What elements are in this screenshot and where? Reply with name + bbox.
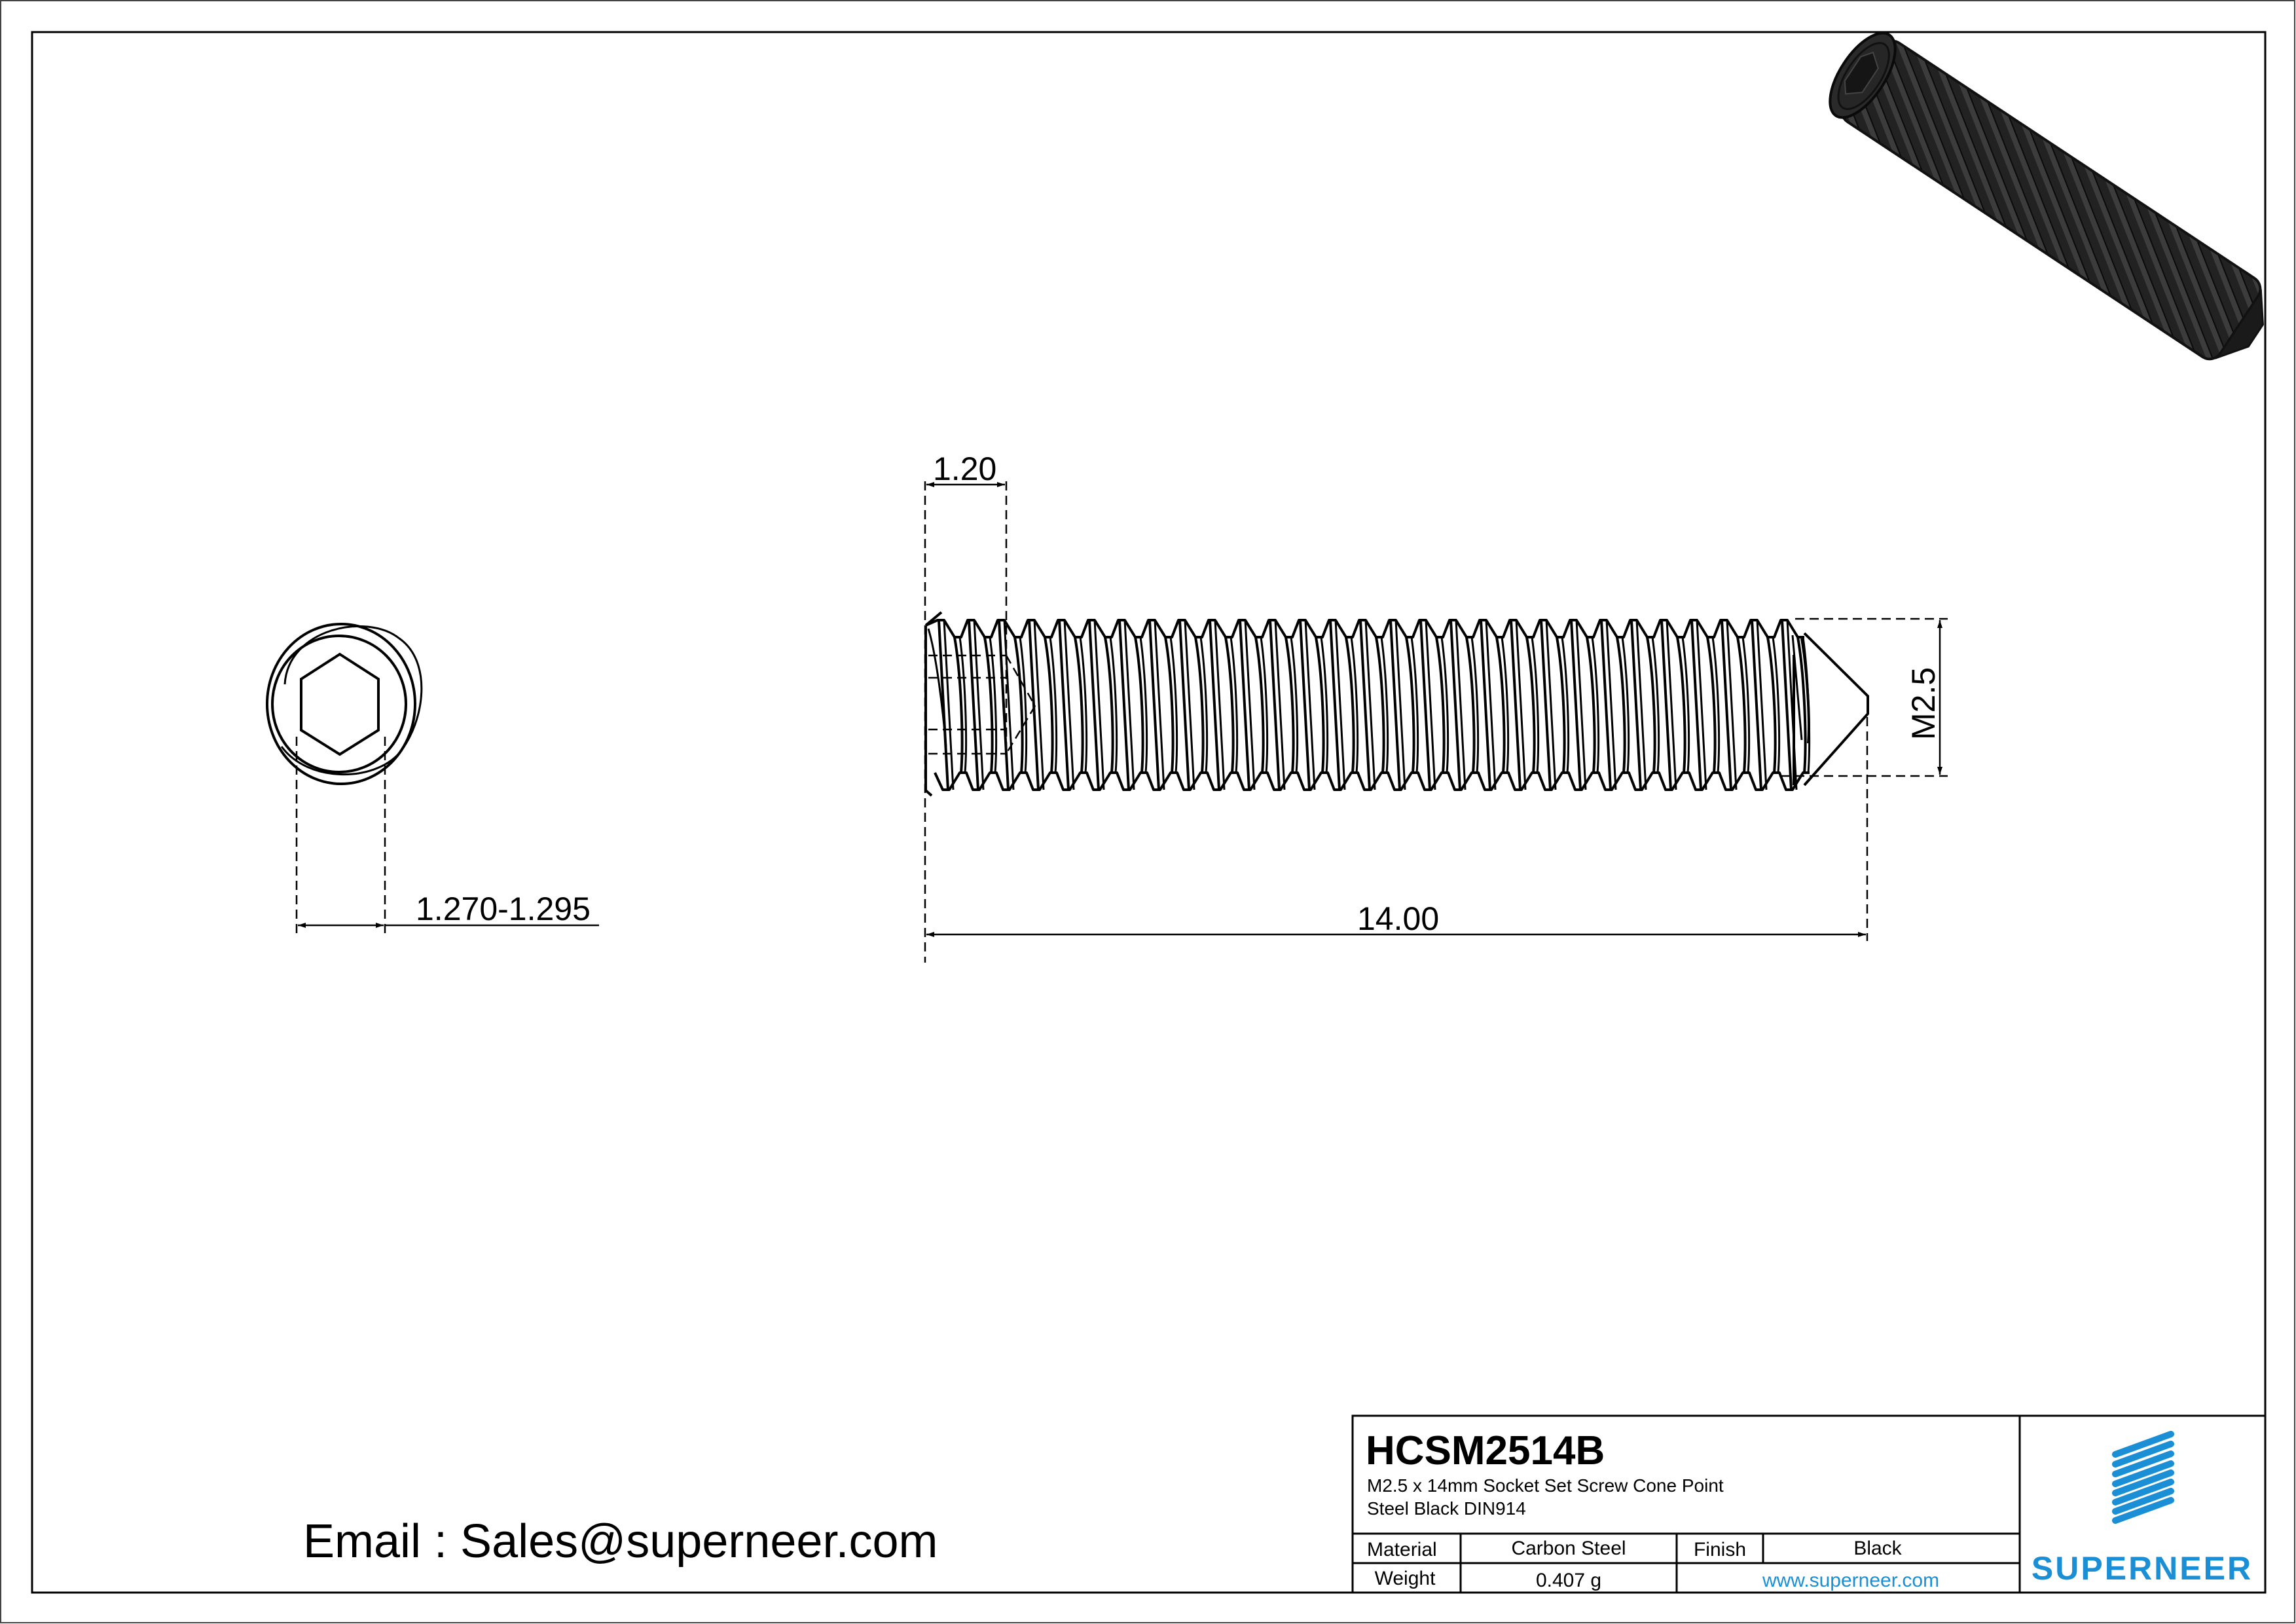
website-link[interactable]: www.superneer.com bbox=[1762, 1570, 1939, 1591]
isometric-render bbox=[1829, 31, 2264, 361]
part-description-line1: M2.5 x 14mm Socket Set Screw Cone Point bbox=[1367, 1475, 1724, 1496]
inner-frame bbox=[31, 31, 2267, 1594]
material-value: Carbon Steel bbox=[1511, 1538, 1626, 1559]
side-view bbox=[924, 481, 1948, 963]
part-description-line2: Steel Black DIN914 bbox=[1367, 1498, 1526, 1519]
material-label: Material bbox=[1367, 1539, 1437, 1560]
title-block bbox=[1351, 1414, 2267, 1594]
finish-label: Finish bbox=[1694, 1539, 1746, 1560]
part-number: HCSM2514B bbox=[1366, 1428, 1605, 1473]
dim-socket-depth: 1.20 bbox=[933, 451, 996, 487]
iso-hex-socket-icon bbox=[1844, 51, 1879, 95]
dim-socket-across-flats: 1.270-1.295 bbox=[416, 891, 591, 927]
weight-label: Weight bbox=[1375, 1568, 1436, 1589]
finish-value: Black bbox=[1853, 1538, 1902, 1559]
end-view bbox=[266, 623, 599, 934]
contact-email[interactable]: Email : Sales@superneer.com bbox=[303, 1515, 938, 1568]
logo-wordmark: SUPERNEER bbox=[2032, 1550, 2253, 1587]
dim-thread-size: M2.5 bbox=[1905, 667, 1942, 740]
hex-socket-icon bbox=[300, 652, 380, 756]
dim-overall-length: 14.00 bbox=[1357, 900, 1439, 937]
weight-value: 0.407 g bbox=[1536, 1570, 1601, 1591]
diagonal-stripes-icon bbox=[2112, 1431, 2174, 1524]
